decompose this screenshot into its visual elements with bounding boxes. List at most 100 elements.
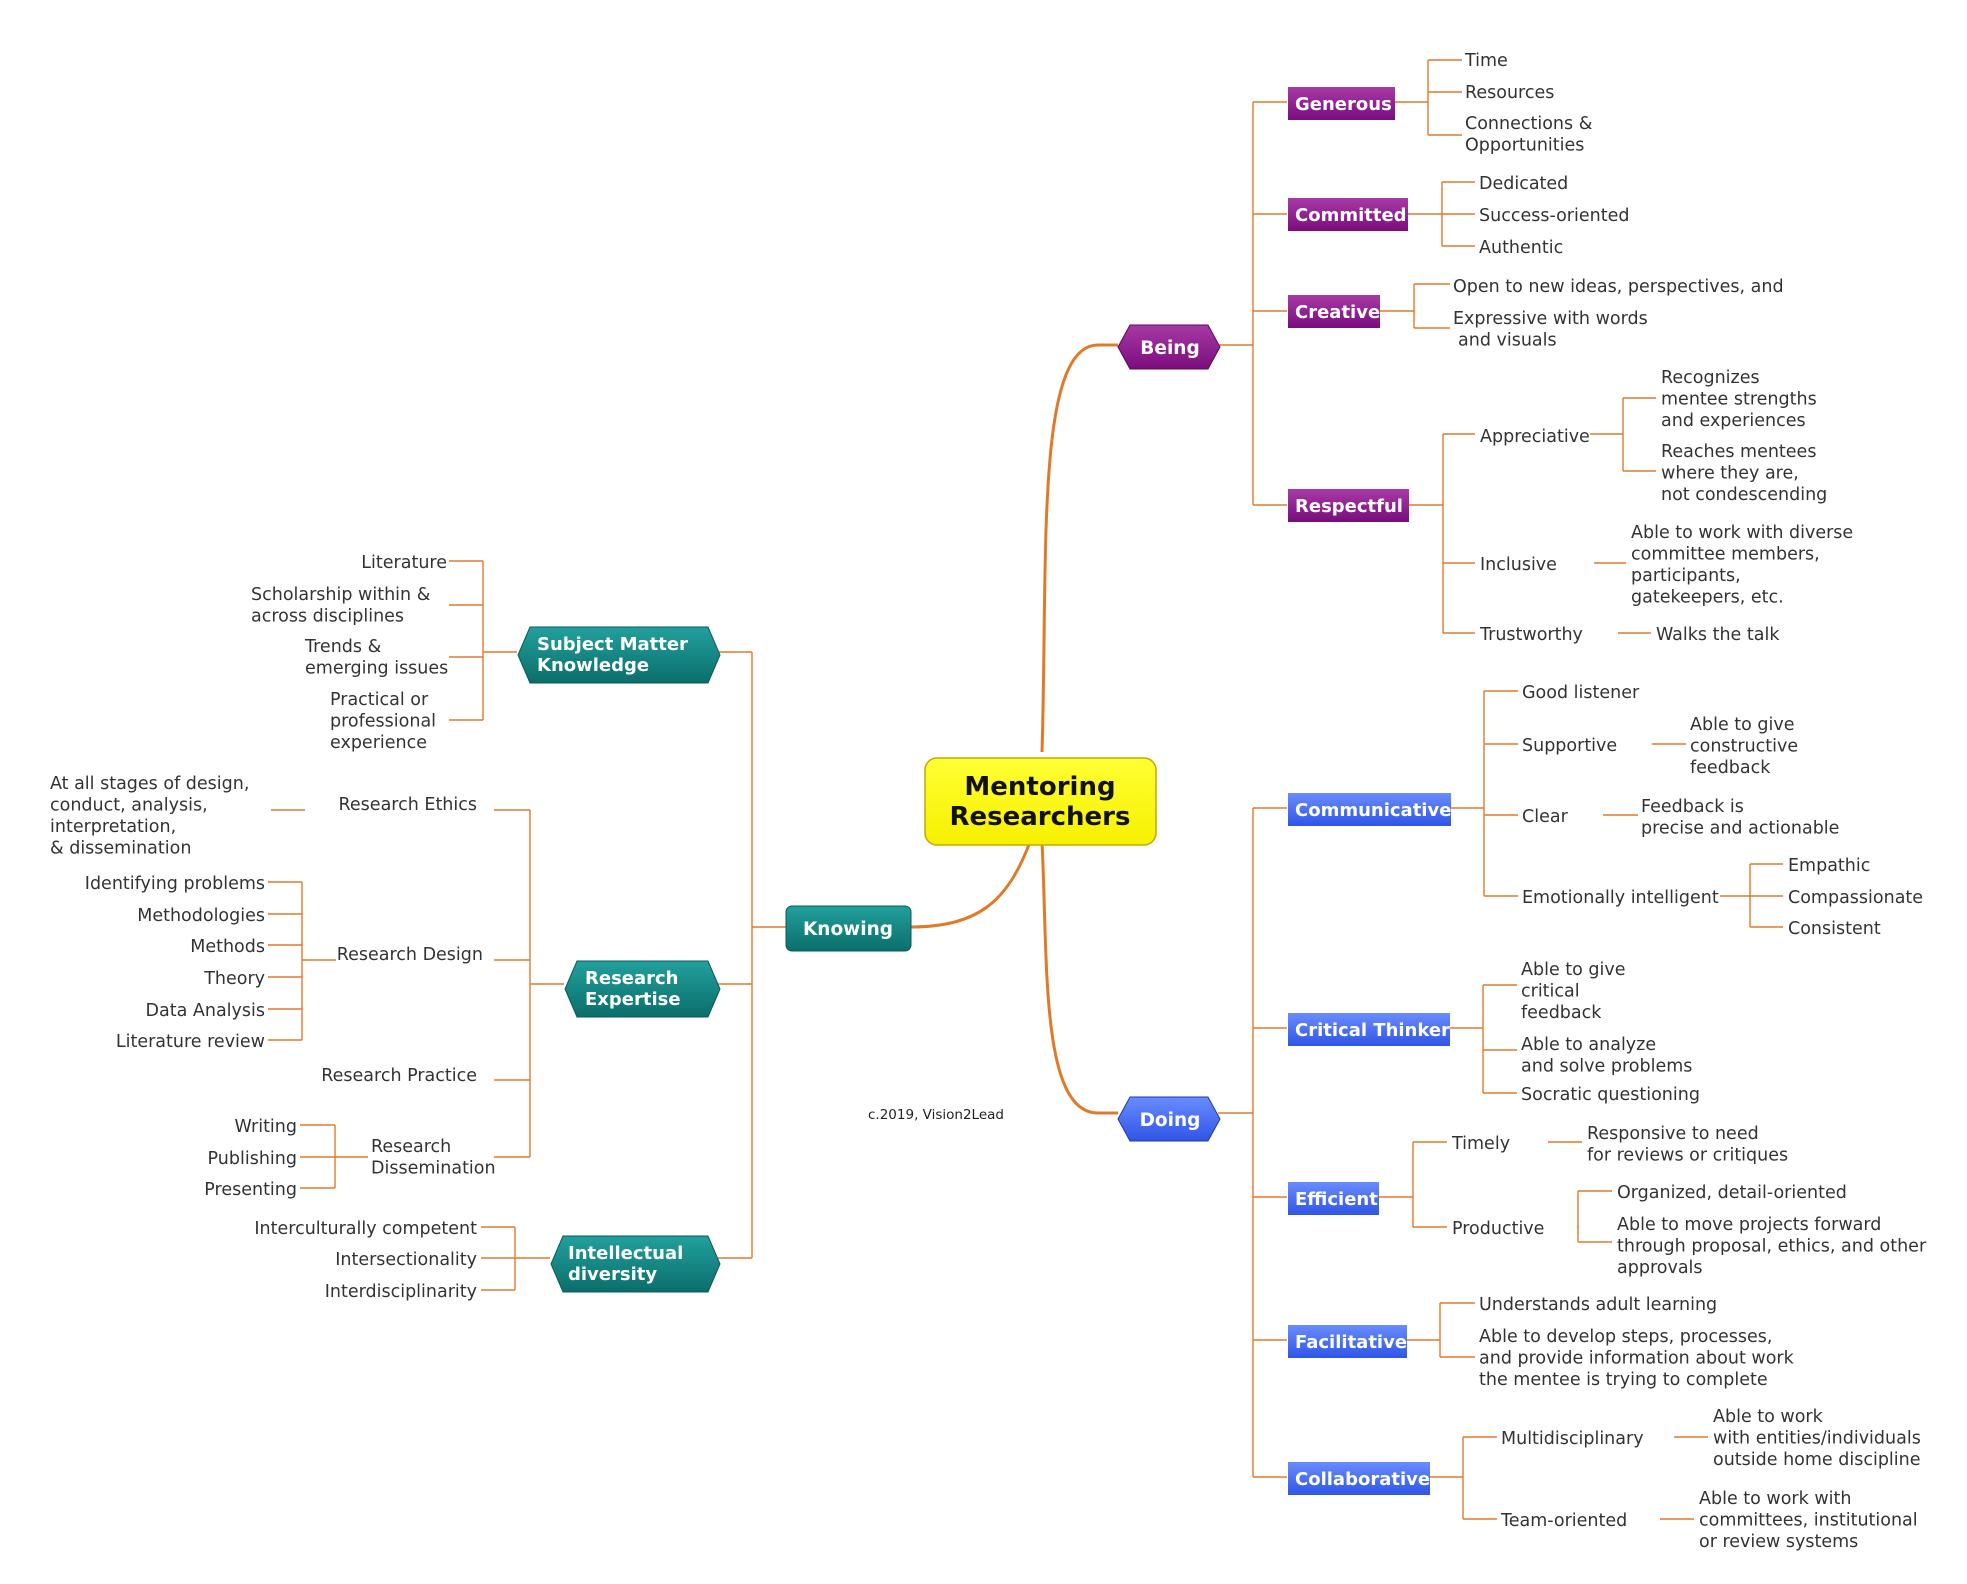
topic-communicative-box xyxy=(1288,793,1451,826)
topic-critical-thinker-label: Critical Thinker xyxy=(1295,1020,1450,1041)
leaf-empathic: Empathic xyxy=(1788,856,1870,876)
central-topic[interactable]: Mentoring Researchers xyxy=(924,757,1157,846)
leaf-good-listener: Good listener xyxy=(1522,683,1640,703)
leaf-productive: Productive xyxy=(1452,1219,1544,1239)
connector-being xyxy=(1040,343,1118,753)
connector-emotional xyxy=(1720,863,1783,928)
branch-knowing[interactable]: Knowing xyxy=(785,905,912,952)
connector-subject xyxy=(449,560,517,721)
connector-knowing-spine xyxy=(718,651,786,1259)
leaf-writing: Writing xyxy=(235,1117,298,1137)
topic-respectful[interactable]: Respectful xyxy=(1288,489,1409,522)
branch-knowing-label: Knowing xyxy=(803,919,893,940)
leaf-authentic: Authentic xyxy=(1479,238,1563,258)
topic-critical-thinker[interactable]: Critical Thinker xyxy=(1288,1013,1450,1046)
leaf-interculturally-competent: Interculturally competent xyxy=(254,1219,477,1239)
connector-committed xyxy=(1408,181,1475,247)
branch-doing-label: Doing xyxy=(1140,1110,1201,1131)
topic-facilitative-label: Facilitative xyxy=(1295,1332,1407,1353)
leaf-consistent: Consistent xyxy=(1788,919,1881,939)
branch-being-label: Being xyxy=(1140,338,1199,359)
connector-design xyxy=(268,881,336,1041)
connector-communicative xyxy=(1451,690,1518,897)
topic-generous-box xyxy=(1288,87,1395,120)
connector-generous xyxy=(1395,59,1462,136)
topic-efficient-label: Efficient xyxy=(1295,1189,1378,1210)
topic-communicative[interactable]: Communicative xyxy=(1288,793,1451,826)
central-topic-box xyxy=(924,757,1157,846)
leaf-supportive: Supportive xyxy=(1522,736,1617,756)
leaf-emotionally-intelligent: Emotionally intelligent xyxy=(1522,888,1719,908)
leaf-organized: Organized, detail-oriented xyxy=(1617,1183,1847,1203)
connector-knowing xyxy=(909,841,1032,929)
leaf-clear: Clear xyxy=(1522,807,1569,827)
branch-doing-shape xyxy=(1117,1096,1221,1142)
leaf-adult-learning: Understands adult learning xyxy=(1479,1295,1717,1315)
leaf-success-oriented: Success-oriented xyxy=(1479,206,1629,226)
leaf-multidisciplinary: Multidisciplinary xyxy=(1501,1429,1644,1449)
leaf-literature-review: Literature review xyxy=(116,1032,265,1052)
leaf-methodologies: Methodologies xyxy=(137,906,265,926)
topic-collaborative-label: Collaborative xyxy=(1295,1469,1430,1490)
leaf-inclusive: Inclusive xyxy=(1480,555,1557,575)
leaf-connections: Connections &Opportunities xyxy=(1465,114,1593,156)
connector-doing-spine xyxy=(1218,807,1287,1478)
topic-collaborative-box xyxy=(1288,1462,1430,1495)
leaf-timely: Timely xyxy=(1451,1134,1510,1154)
leaf-data-analysis: Data Analysis xyxy=(146,1001,265,1021)
topic-respectful-box xyxy=(1288,489,1409,522)
branch-knowing-shape xyxy=(785,905,912,952)
leaf-research-practice: Research Practice xyxy=(321,1066,477,1086)
leaf-presenting: Presenting xyxy=(204,1180,297,1200)
leaf-team-oriented: Team-oriented xyxy=(1500,1511,1627,1531)
leaf-publishing: Publishing xyxy=(208,1149,297,1169)
branch-being[interactable]: Being xyxy=(1117,324,1221,370)
topic-efficient[interactable]: Efficient xyxy=(1288,1182,1379,1215)
topic-respectful-label: Respectful xyxy=(1295,496,1403,517)
topic-creative[interactable]: Creative xyxy=(1288,295,1380,328)
central-topic-line-1: Mentoring xyxy=(964,772,1115,802)
connector-critical xyxy=(1450,984,1517,1094)
topic-facilitative[interactable]: Facilitative xyxy=(1288,1325,1407,1358)
leaf-theory: Theory xyxy=(203,969,265,989)
leaf-scholarship: Scholarship within &across disciplines xyxy=(251,585,431,627)
leaf-trends: Trends &emerging issues xyxy=(304,637,448,679)
leaf-open-to-new-ideas: Open to new ideas, perspectives, and xyxy=(1453,277,1784,297)
leaf-trustworthy: Trustworthy xyxy=(1479,625,1583,645)
topic-creative-box xyxy=(1288,295,1380,328)
topic-communicative-label: Communicative xyxy=(1295,800,1451,821)
leaf-socratic: Socratic questioning xyxy=(1521,1085,1700,1105)
topic-research-expertise-shape xyxy=(564,960,721,1018)
leaf-interdisciplinarity: Interdisciplinarity xyxy=(325,1282,477,1302)
connector-collaborative xyxy=(1430,1436,1497,1520)
leaf-develop-steps: Able to develop steps, processes,and pro… xyxy=(1479,1327,1795,1390)
leaf-methods: Methods xyxy=(190,937,265,957)
leaf-literature: Literature xyxy=(361,553,447,573)
topic-committed-label: Committed xyxy=(1295,205,1407,226)
topic-collaborative[interactable]: Collaborative xyxy=(1288,1462,1430,1495)
connector-appreciative xyxy=(1590,397,1656,472)
topic-committed[interactable]: Committed xyxy=(1288,198,1408,231)
branch-doing[interactable]: Doing xyxy=(1117,1096,1221,1142)
connector-dissemination xyxy=(300,1124,368,1189)
branch-being-shape xyxy=(1117,324,1221,370)
leaf-research-design: Research Design xyxy=(337,945,483,965)
topic-generous[interactable]: Generous xyxy=(1288,87,1395,120)
connector-respectful xyxy=(1409,433,1475,634)
